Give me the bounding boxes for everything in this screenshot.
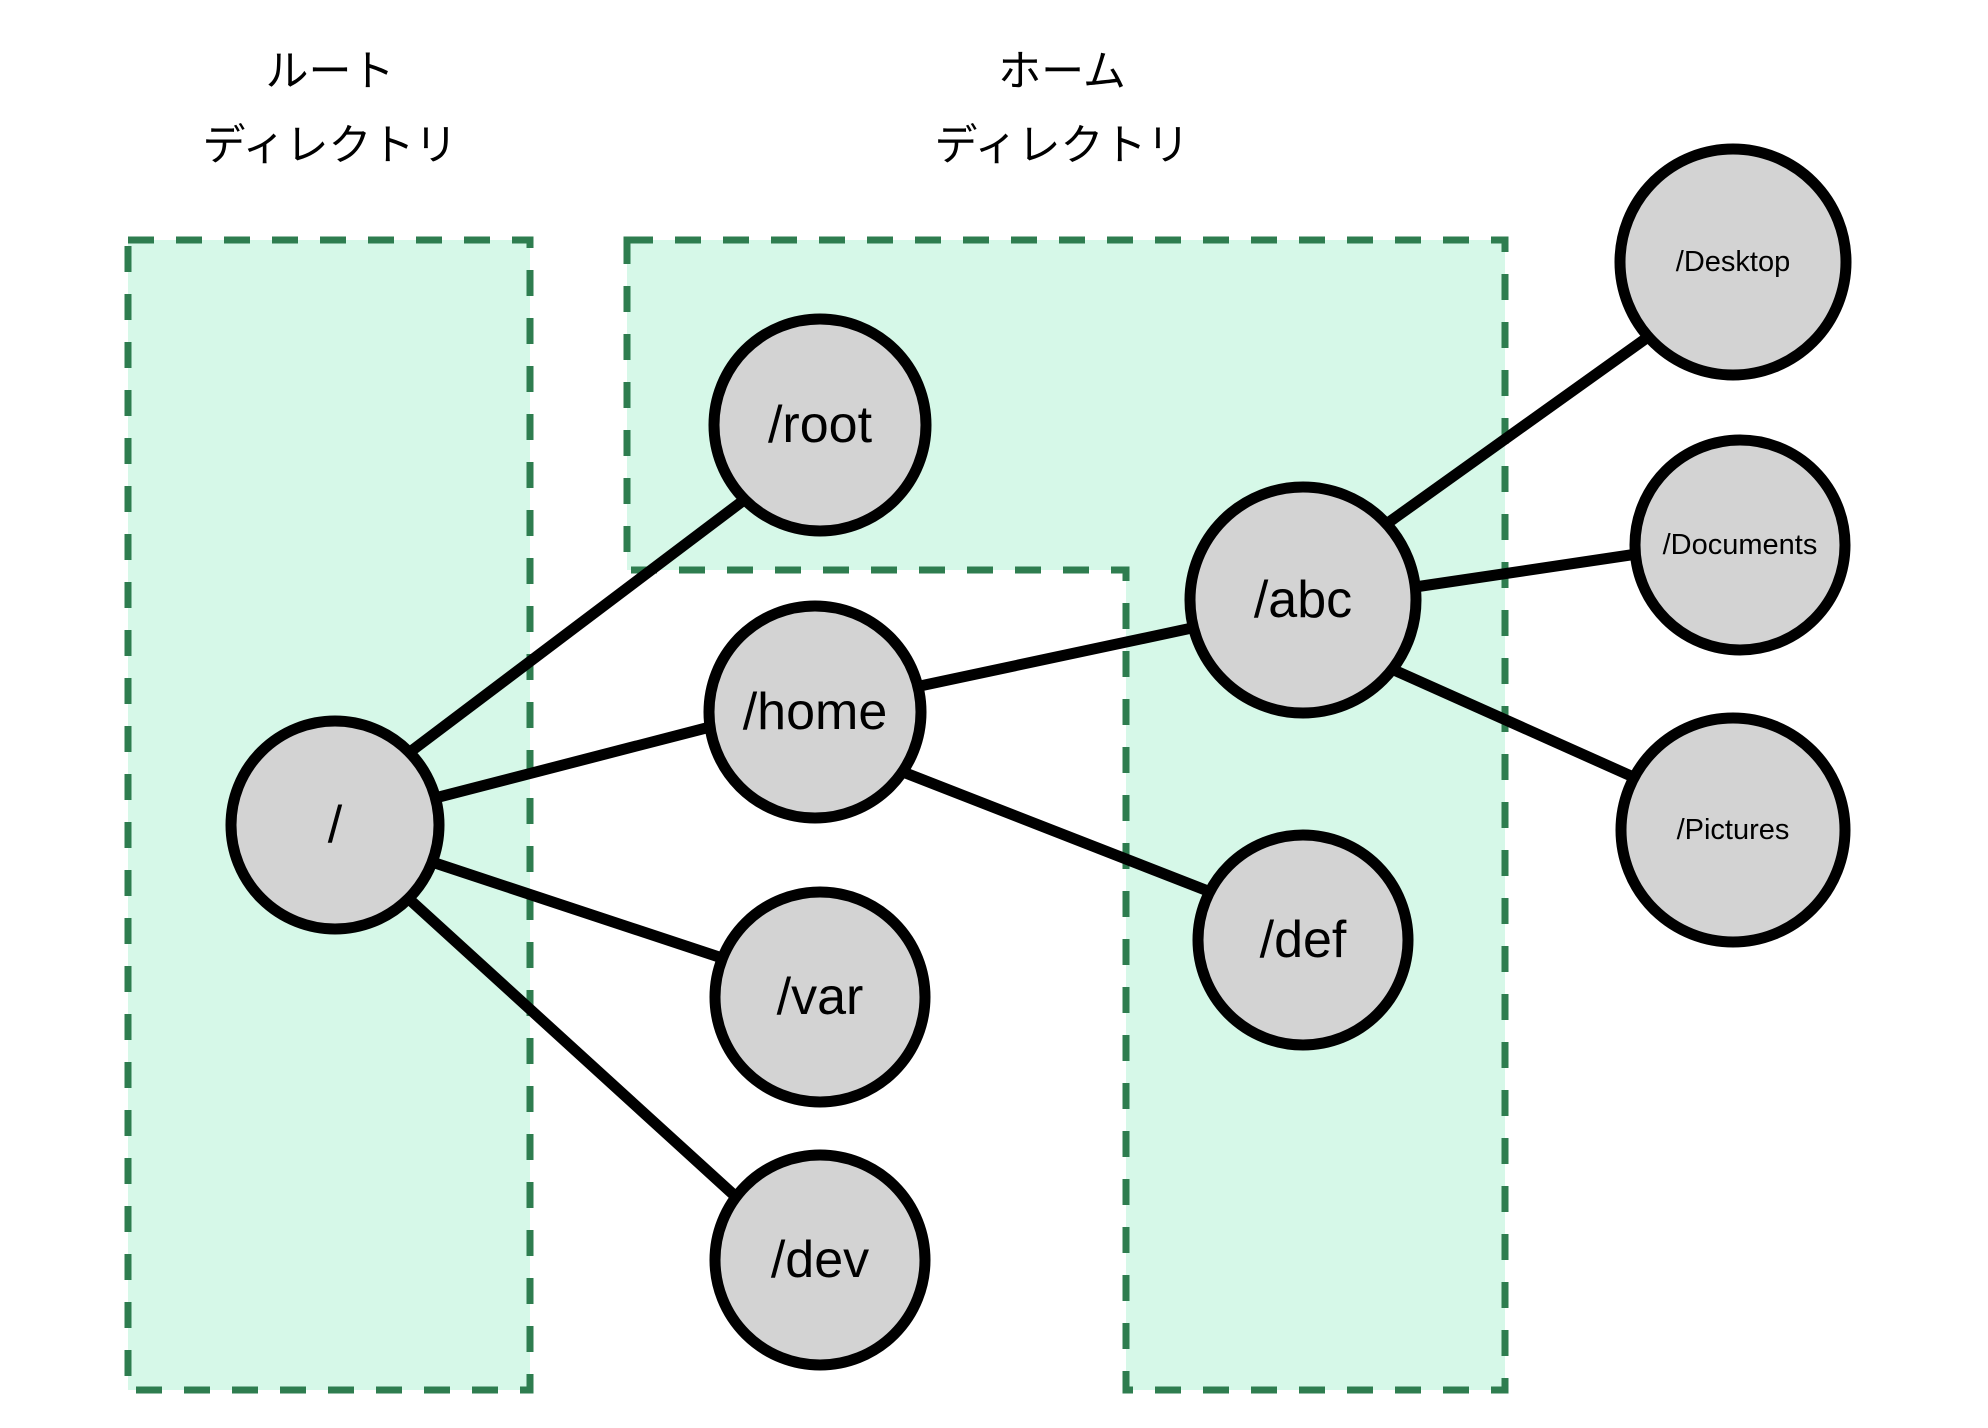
home-directory-caption-line1: ホーム <box>998 48 1126 96</box>
node-root-label: / <box>328 796 343 854</box>
node-desktop[interactable]: /Desktop <box>1614 143 1852 381</box>
edge-abc-desktop <box>1381 332 1652 530</box>
edge-abc-pictures <box>1391 664 1643 786</box>
root-directory-region-dashed-border <box>124 236 534 1394</box>
node-desktop-circle[interactable] <box>1614 143 1852 381</box>
node-def-circle[interactable] <box>1192 829 1414 1051</box>
edge-layer <box>405 332 1652 1201</box>
node-dev[interactable]: /dev <box>709 1149 931 1371</box>
node-pictures-label: /Pictures <box>1677 814 1790 846</box>
edge-root-home <box>437 721 712 803</box>
home-directory-region-dashed-border <box>623 236 1509 1394</box>
root-directory-caption-line1: ルート <box>266 48 395 96</box>
node-home[interactable]: /home <box>703 600 927 824</box>
node-abc-label: /abc <box>1254 571 1352 629</box>
edge-root-var <box>430 856 724 964</box>
node-dev-circle[interactable] <box>709 1149 931 1371</box>
node-rootdir-circle[interactable] <box>708 313 932 537</box>
root-directory-caption-line2: ディレクトリ <box>203 122 458 170</box>
node-layer: / /root/home/var/dev/abc/def/Desktop/Docu… <box>225 143 1852 1371</box>
node-documents-label: /Documents <box>1663 529 1818 561</box>
node-root-circle[interactable] <box>225 715 445 935</box>
edge-root-rootdir <box>406 495 748 757</box>
home-directory-caption-line2: ディレクトリ <box>935 122 1190 170</box>
node-def-label: /def <box>1260 911 1347 969</box>
node-home-circle[interactable] <box>703 600 927 824</box>
node-rootdir-label: /root <box>768 396 873 454</box>
node-documents[interactable]: /Documents <box>1629 434 1851 656</box>
node-abc[interactable]: /abc <box>1184 481 1422 719</box>
node-home-label: /home <box>743 683 888 741</box>
edge-home-def <box>901 766 1215 899</box>
node-root[interactable]: / <box>225 715 445 935</box>
node-rootdir[interactable]: /root <box>708 313 932 537</box>
node-pictures-circle[interactable] <box>1615 712 1851 948</box>
edge-home-abc <box>918 622 1194 692</box>
node-desktop-label: /Desktop <box>1676 246 1790 278</box>
edge-abc-documents <box>1414 548 1638 593</box>
edge-root-dev <box>405 894 739 1201</box>
node-dev-label: /dev <box>771 1231 869 1289</box>
node-abc-circle[interactable] <box>1184 481 1422 719</box>
node-def[interactable]: /def <box>1192 829 1414 1051</box>
node-documents-circle[interactable] <box>1629 434 1851 656</box>
node-var-circle[interactable] <box>709 886 931 1108</box>
node-var-label: /var <box>777 968 864 1026</box>
node-var[interactable]: /var <box>709 886 931 1108</box>
node-pictures[interactable]: /Pictures <box>1615 712 1851 948</box>
